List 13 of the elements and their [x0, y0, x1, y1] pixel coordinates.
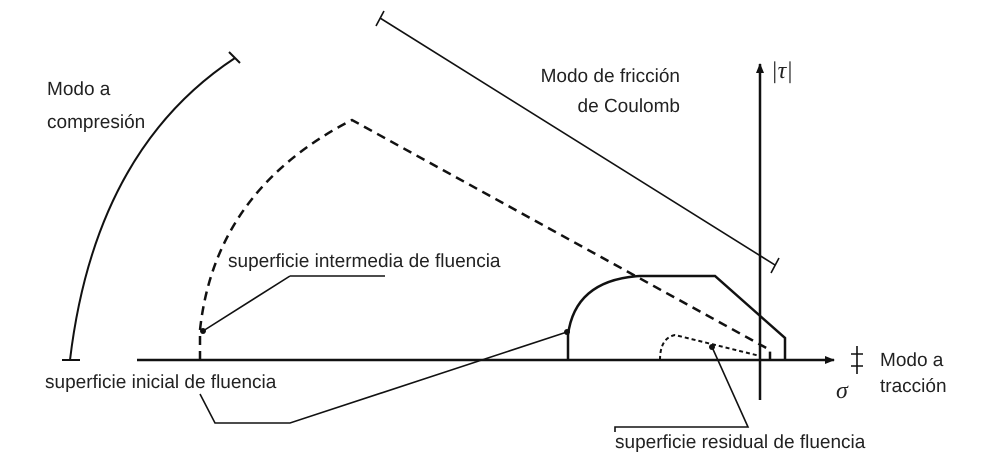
leader-line — [614, 344, 750, 432]
leader-line — [200, 275, 386, 334]
surface-label: superficie inicial de fluencia — [45, 372, 276, 394]
intermediate-yield-surface — [198, 118, 772, 360]
surface-label: superficie intermedia de fluencia — [228, 251, 500, 273]
leader-line — [199, 329, 570, 424]
axis-label: σ — [836, 380, 848, 402]
initial-yield-surface — [566, 274, 786, 360]
surface-label: superficie residual de fluencia — [615, 432, 866, 454]
mode-label: Modo de fricción de Coulomb — [540, 65, 680, 119]
axis-label: |τ| — [771, 60, 793, 82]
mode-label: Modo a tracción — [880, 349, 948, 399]
mode-label: Modo a compresión — [47, 78, 146, 135]
